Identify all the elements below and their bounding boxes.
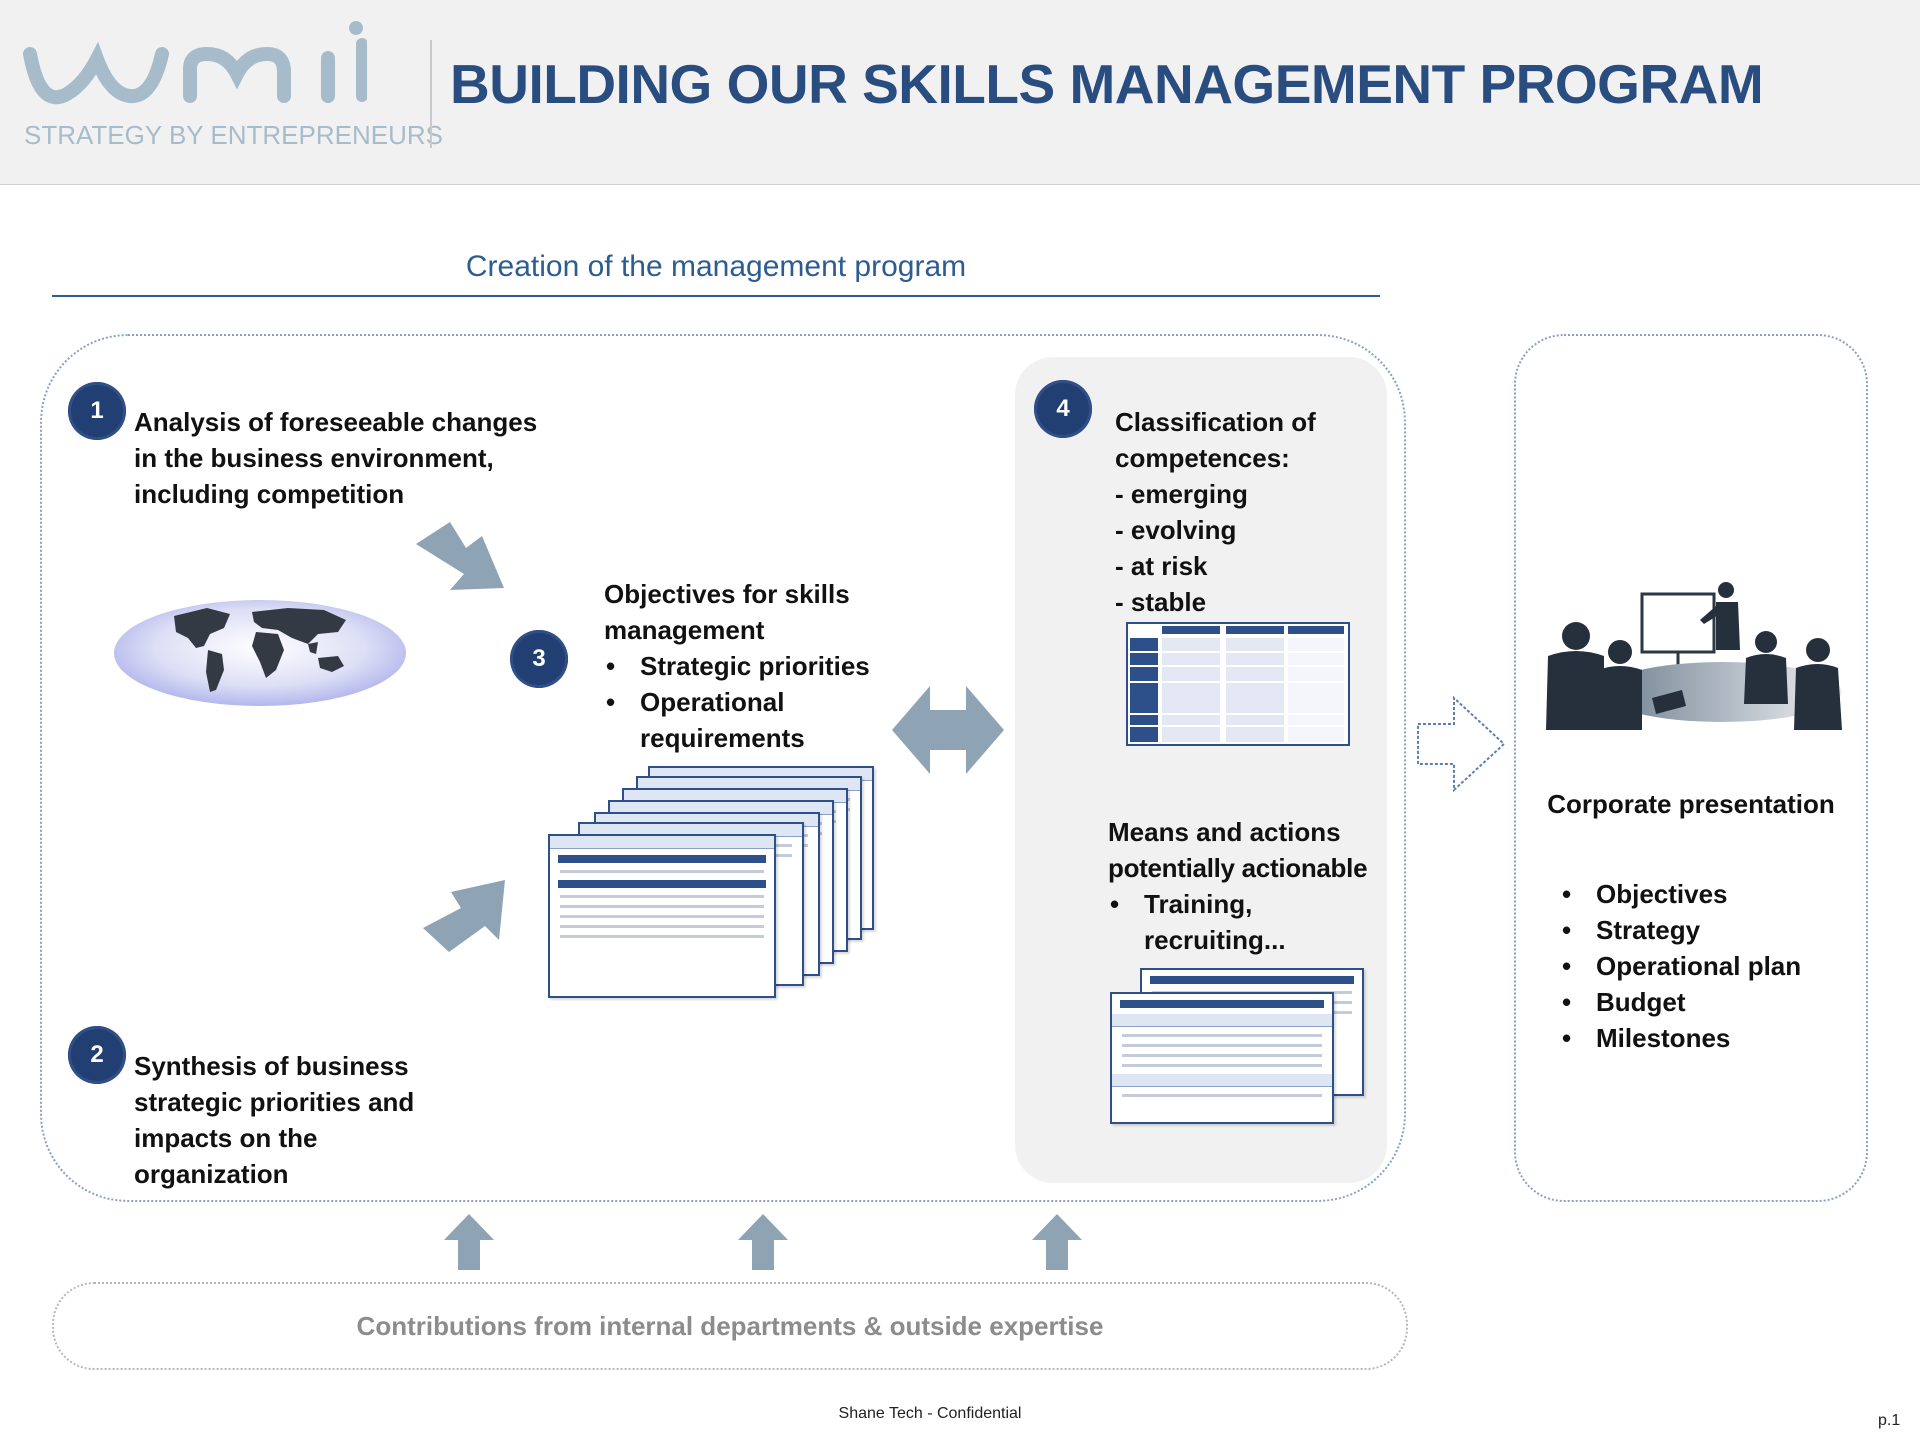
arrow-up-icon xyxy=(738,1214,788,1270)
double-arrow-icon xyxy=(892,686,1004,774)
document-stack-icon xyxy=(548,762,878,998)
list-item: - at risk xyxy=(1115,551,1208,581)
step-1-badge: 1 xyxy=(68,382,126,440)
means-bullets: Training, recruiting... xyxy=(1108,886,1286,958)
logo-icon xyxy=(23,21,367,105)
corporate-title: Corporate presentation xyxy=(1547,789,1835,819)
list-item: Operational plan xyxy=(1560,948,1801,984)
list-item: Objectives xyxy=(1560,876,1801,912)
logo-tagline: STRATEGY BY ENTREPRENEURS xyxy=(24,120,443,150)
step-3-badge: 3 xyxy=(510,630,568,688)
section-title: Creation of the management program xyxy=(465,250,967,283)
page-title: BUILDING OUR SKILLS MANAGEMENT PROGRAM xyxy=(450,53,1764,115)
list-item: Milestones xyxy=(1560,1020,1801,1056)
list-item: Budget xyxy=(1560,984,1801,1020)
page-number: p.1 xyxy=(1878,1412,1901,1429)
list-item: Training, recruiting... xyxy=(1108,886,1286,958)
footer-text: Shane Tech - Confidential xyxy=(838,1405,1022,1422)
step-3-text: Objectives for skills management Strateg… xyxy=(604,576,904,756)
list-item: Strategy xyxy=(1560,912,1801,948)
program-creation-panel xyxy=(40,334,1406,1202)
list-item: - emerging xyxy=(1115,479,1248,509)
arrow-down-right-icon xyxy=(416,522,504,590)
contributions-text: Contributions from internal departments … xyxy=(356,1310,1104,1341)
classification-table-icon xyxy=(1126,622,1350,746)
contributions-box: Contributions from internal departments … xyxy=(52,1282,1408,1370)
list-item: - evolving xyxy=(1115,515,1237,545)
header-bar xyxy=(0,0,1920,185)
means-table-icon xyxy=(1110,968,1366,1126)
list-item: Operational requirements xyxy=(604,684,904,756)
arrow-right-outline-icon xyxy=(1417,695,1506,793)
list-item: - stable xyxy=(1115,587,1207,617)
step-2-badge: 2 xyxy=(68,1026,126,1084)
step-2-text: Synthesis of business strategic prioriti… xyxy=(134,1051,415,1189)
arrow-up-icon xyxy=(444,1214,494,1270)
means-text: Means and actions potentially actionable… xyxy=(1108,814,1398,958)
step-4-badge: 4 xyxy=(1034,380,1092,438)
world-map-icon xyxy=(114,600,406,706)
list-item: Strategic priorities xyxy=(604,648,904,684)
step-1-text: Analysis of foreseeable changes in the b… xyxy=(134,407,538,509)
corporate-bullets: Objectives Strategy Operational plan Bud… xyxy=(1560,876,1801,1056)
section-rule xyxy=(52,295,1380,297)
step-3-bullets: Strategic priorities Operational require… xyxy=(604,648,904,756)
arrow-up-right-icon xyxy=(423,880,505,952)
corporate-presentation-panel xyxy=(1514,334,1868,1202)
arrow-up-icon xyxy=(1032,1214,1082,1270)
header-divider xyxy=(430,40,432,148)
meeting-presentation-icon xyxy=(1546,582,1842,730)
step-4-text: Classification of competences: - emergin… xyxy=(1115,404,1316,620)
